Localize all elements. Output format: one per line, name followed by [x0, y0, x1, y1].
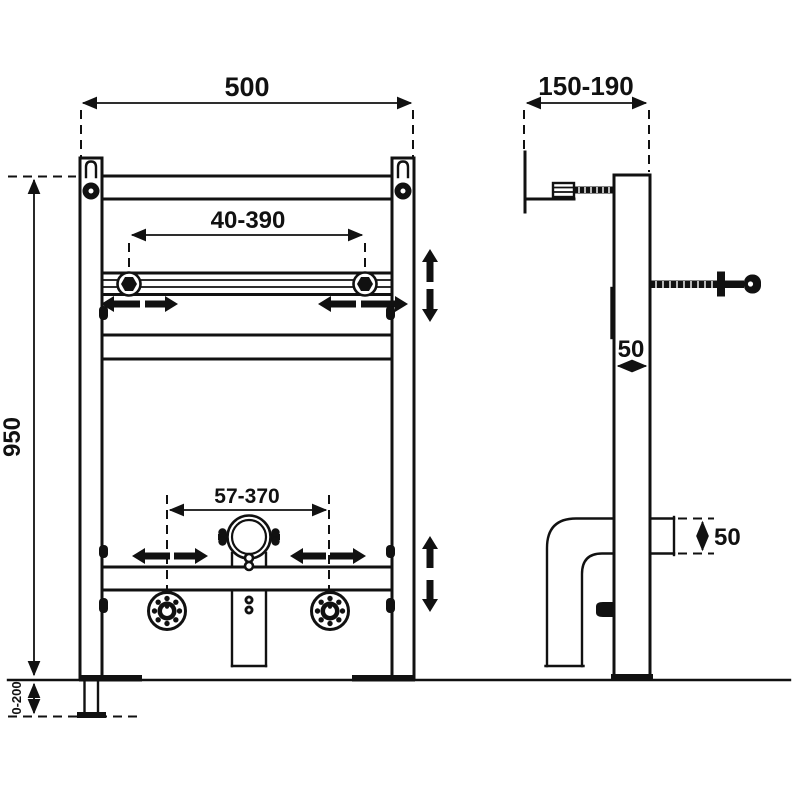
left-post-tab-icon [99, 598, 108, 613]
left-slide-nut-icon [116, 271, 142, 297]
upper-mounting-rail [100, 271, 394, 296]
right-top-fixing-hole-icon [394, 182, 412, 200]
side-frame-post [612, 173, 652, 679]
pipe-spacing-label: 57-370 [214, 485, 279, 508]
depth-label: 150-190 [538, 71, 633, 101]
lower-horizontal-adjust-arrows-icon [132, 548, 366, 564]
right-base-plate [352, 675, 415, 682]
right-hanger-slot-icon [396, 160, 410, 179]
upper-vertical-adjust-arrows-icon [422, 249, 438, 322]
left-frame-post [78, 156, 104, 681]
bracket-spacing-label: 40-390 [211, 207, 286, 234]
dimension-height-950: 950 [0, 175, 76, 677]
left-base-plate [79, 675, 142, 682]
threaded-rod-icon [551, 181, 614, 199]
left-post-tab-icon [99, 306, 108, 320]
dimension-foot-0-200: 0-200 [8, 681, 140, 718]
outlet-size-label: 50 [714, 524, 741, 551]
foot-adjust-label: 0-200 [9, 681, 24, 714]
wall-bracket [523, 150, 576, 214]
right-frame-post [390, 156, 416, 681]
pipe-clamp-icon [218, 514, 280, 572]
top-crossbar [100, 174, 394, 201]
fixing-stud-icon [650, 271, 761, 297]
middle-crossbar [100, 333, 394, 361]
right-fixing-flange-icon [310, 591, 350, 631]
right-post-tab-icon [386, 598, 395, 613]
strap-bolts-icon [244, 595, 254, 615]
dimension-width-500: 500 [80, 72, 414, 158]
side-base-plate [611, 674, 653, 681]
dimension-pipe-spacing: 57-370 [168, 485, 328, 517]
lower-vertical-adjust-arrows-icon [422, 536, 438, 612]
outlet-pipe-strap [230, 551, 268, 668]
right-post-tab-icon [386, 306, 395, 320]
dimension-outlet-50: 50 [696, 520, 741, 552]
left-hanger-slot-icon [84, 160, 98, 179]
height-label: 950 [0, 417, 26, 457]
left-post-tab-icon [99, 545, 108, 558]
left-top-fixing-hole-icon [82, 182, 100, 200]
left-fixing-flange-icon [147, 591, 187, 631]
side-post-tab-icon [596, 602, 615, 617]
dimension-bracket-spacing: 40-390 [128, 207, 366, 270]
outlet-pipe-elbow [544, 515, 714, 668]
right-post-tab-icon [386, 545, 395, 558]
adjustable-foot [77, 680, 106, 718]
upper-horizontal-adjust-arrows-icon [101, 296, 408, 312]
dimension-profile-depth-50: 50 [616, 336, 648, 373]
profile-depth-label: 50 [618, 336, 645, 363]
dimension-depth-150-190: 150-190 [523, 71, 650, 172]
width-label: 500 [224, 72, 269, 102]
right-slide-nut-icon [352, 271, 378, 297]
